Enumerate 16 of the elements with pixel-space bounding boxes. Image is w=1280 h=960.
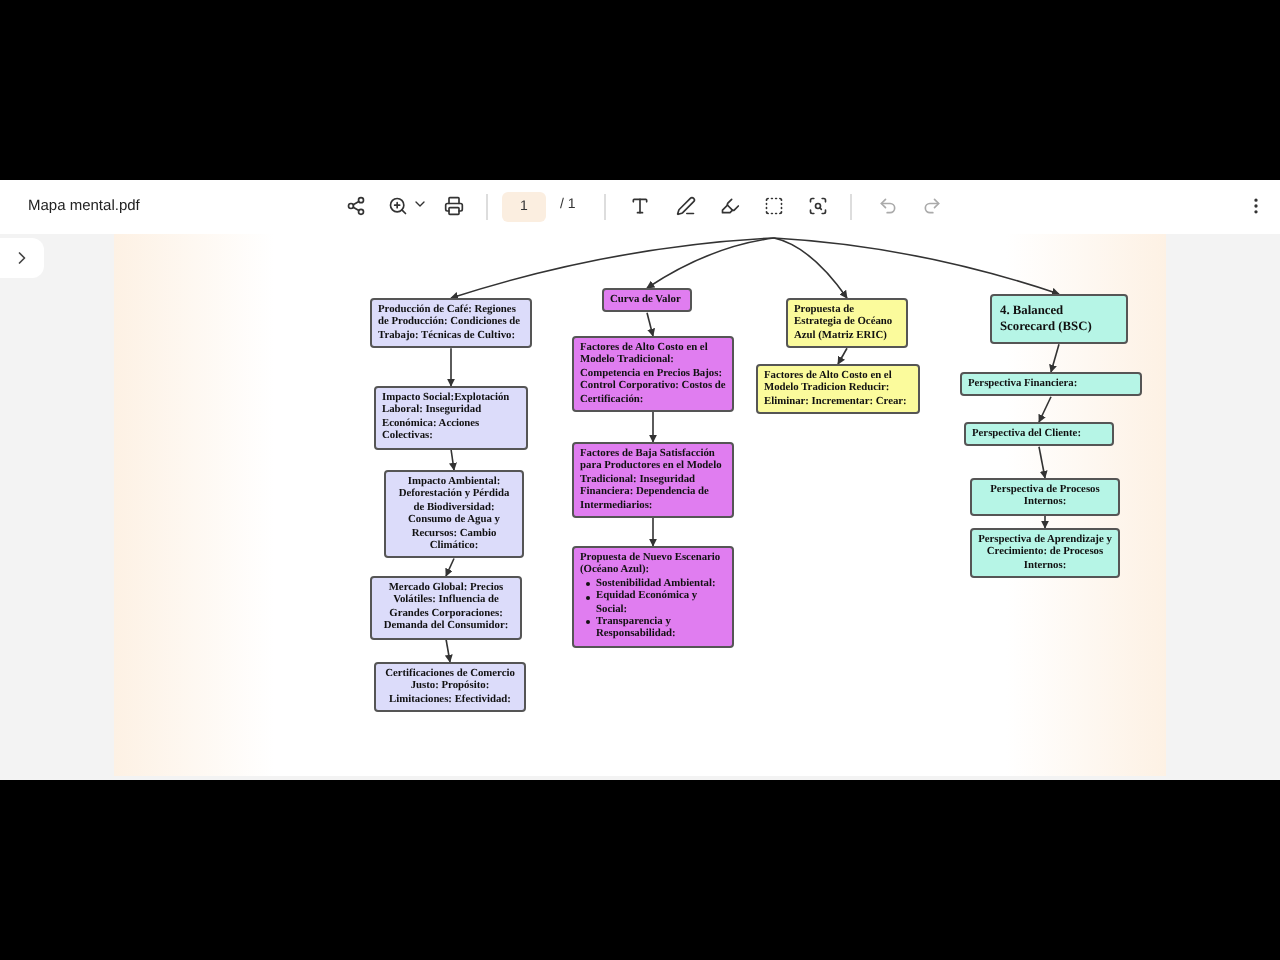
arrow bbox=[649, 516, 657, 547]
arrow bbox=[773, 237, 1060, 296]
arrow bbox=[450, 237, 775, 300]
arrow bbox=[646, 311, 656, 337]
arrow bbox=[447, 347, 455, 387]
arrow bbox=[449, 448, 457, 471]
arrow bbox=[444, 638, 453, 663]
arrow bbox=[1038, 445, 1048, 479]
arrow bbox=[773, 237, 848, 299]
arrow bbox=[1038, 395, 1052, 423]
arrow bbox=[1049, 343, 1060, 373]
arrow bbox=[649, 410, 657, 443]
arrow bbox=[1041, 514, 1049, 529]
arrow bbox=[646, 237, 775, 289]
arrow bbox=[837, 347, 848, 365]
arrow bbox=[445, 557, 455, 577]
